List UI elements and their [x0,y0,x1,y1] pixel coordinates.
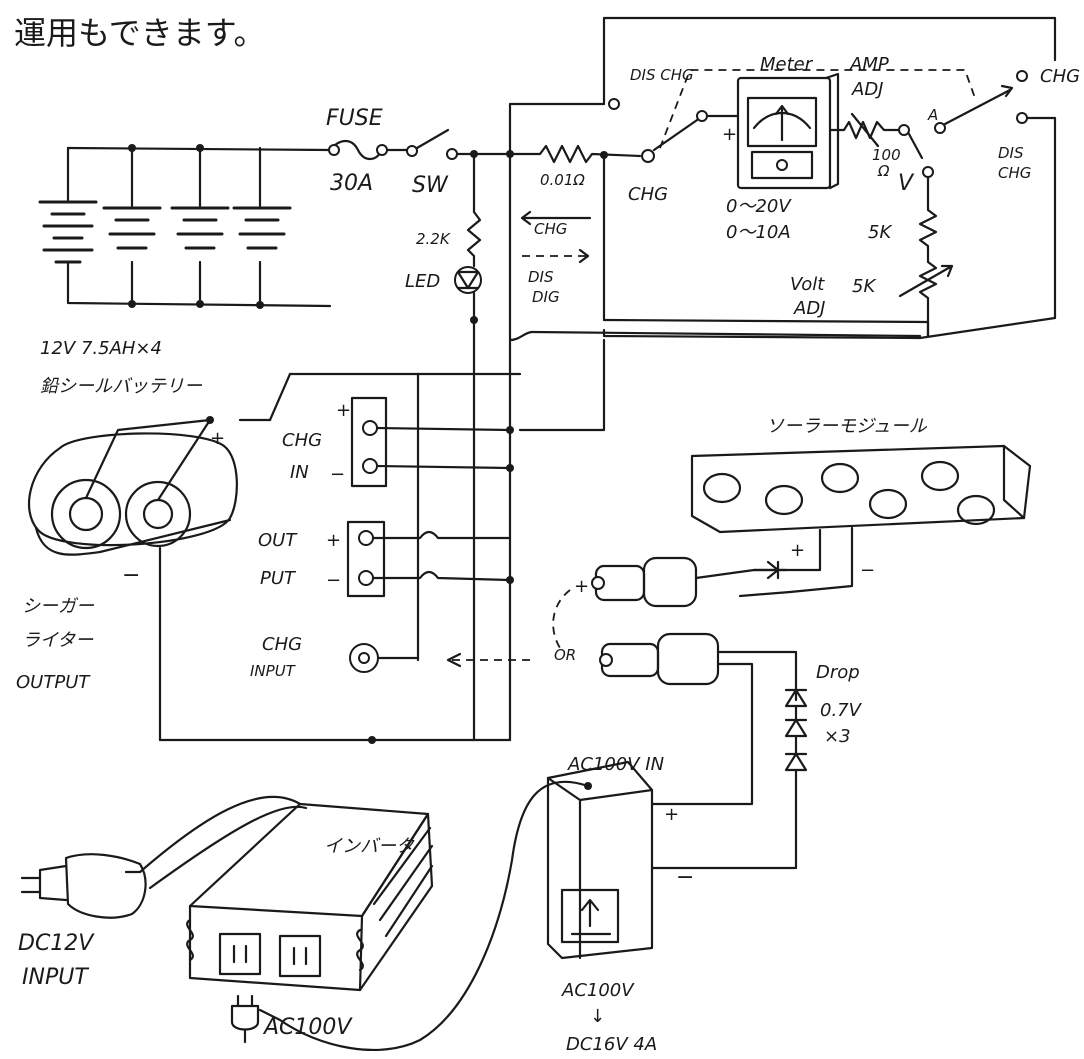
cigar-label-1: シーガー [22,596,95,617]
meter-label: Meter [760,54,814,75]
battery-bank [38,144,332,309]
meter-circuit [508,16,1057,742]
battery-label: 12V 7.5AH×4 [40,338,162,359]
adapter-label-1: AC100V [561,980,635,1001]
chg-in-label-2: IN [290,462,309,483]
solar-module [690,444,1032,598]
solar-plug [591,556,756,608]
chg-right-label: CHG [1040,66,1080,87]
led-branch [454,150,482,742]
main-switch [406,128,522,160]
fuse-symbol [328,139,412,161]
shunt-resistor [506,144,642,164]
dc-plug [20,853,147,919]
battery-type-label: 鉛シールバッテリー [40,376,203,397]
shunt-label: 0.01Ω [540,171,585,189]
chg-in-plus: + [336,400,351,421]
dis-chg-right-label-2: CHG [998,164,1031,182]
amp-adj-label-2: ADJ [851,79,883,100]
switch-label: SW [412,173,449,198]
out-put-label-2: PUT [260,568,297,589]
ac100v-out-label: AC100V [262,1015,353,1040]
fuse-rating-label: 30A [330,171,373,196]
drop-label-1: Drop [816,662,860,683]
or-label: OR [554,646,576,664]
adapter-minus: − [676,865,694,890]
out-put-label: OUT [258,530,298,551]
solar-label: ソーラーモジュール [766,416,928,437]
inverter-label: インバータ [324,836,415,857]
dis-chg-right-label: DIS [998,144,1024,162]
a-mark-label: A [927,106,938,124]
chg-arrow [520,210,592,226]
chg-in-minus: − [330,464,345,485]
cigar-minus: − [122,563,140,588]
fuse-label: FUSE [326,106,383,131]
dig-arrow-label: DIG [532,288,560,306]
header-text: 運用もできます。 [14,14,266,52]
meter-range-a: 0～10A [726,222,791,243]
ac-adapter [258,760,654,1051]
cigar-label-3: OUTPUT [16,672,91,693]
amp-adj-label: AMP [849,54,889,75]
v-mark-label: V [898,171,915,196]
meter-plus-label: + [722,124,737,145]
dc12v-label-2: INPUT [22,965,89,990]
adapter-plus: + [664,804,679,825]
ac-plug-icon [230,994,260,1044]
chg-in-label: CHG [282,430,322,451]
drop-diodes [650,688,808,870]
dc12v-label: DC12V [18,931,95,956]
volt-adj-label-2: ADJ [793,298,825,319]
solar-plug-plus: + [574,576,589,597]
out-put-plus: + [326,530,341,551]
r5k-label-1: 5K [868,222,892,243]
adapter-plug [599,632,798,806]
res-100-label: 100 [872,146,901,164]
dis-arrow-label: DIS [528,268,554,286]
cigar-label-2: ライター [22,630,94,651]
adapter-label-2: DC16V 4A [566,1034,657,1055]
res-100-unit-label: Ω [877,162,890,180]
chg-input-label-2: INPUT [250,662,297,680]
adapter-arrow: ↓ [590,1006,605,1027]
chg-left-label: CHG [628,184,668,205]
r5k-label-2: 5K [852,276,876,297]
drop-label-2: 0.7V [820,700,863,721]
or-arrow [552,589,571,649]
ac-in-label: AC100V IN [567,754,664,775]
cigar-lighter-socket [27,416,238,742]
chg-arrow-label: CHG [534,220,567,238]
out-put-minus: − [326,570,341,591]
dis-chg-top-label: DIS CHG [630,66,694,84]
solar-plus: + [790,540,805,561]
meter-range-v: 0～20V [726,196,792,217]
solar-minus: − [860,560,875,581]
cigar-plus: + [210,428,225,449]
volt-adj-label: Volt [790,274,825,295]
inverter-box [124,795,434,992]
drop-label-3: ×3 [824,726,851,747]
led-resistor-label: 2.2K [416,230,451,248]
led-label: LED [405,271,440,292]
output-panel [158,338,606,744]
chg-input-label: CHG [262,634,302,655]
